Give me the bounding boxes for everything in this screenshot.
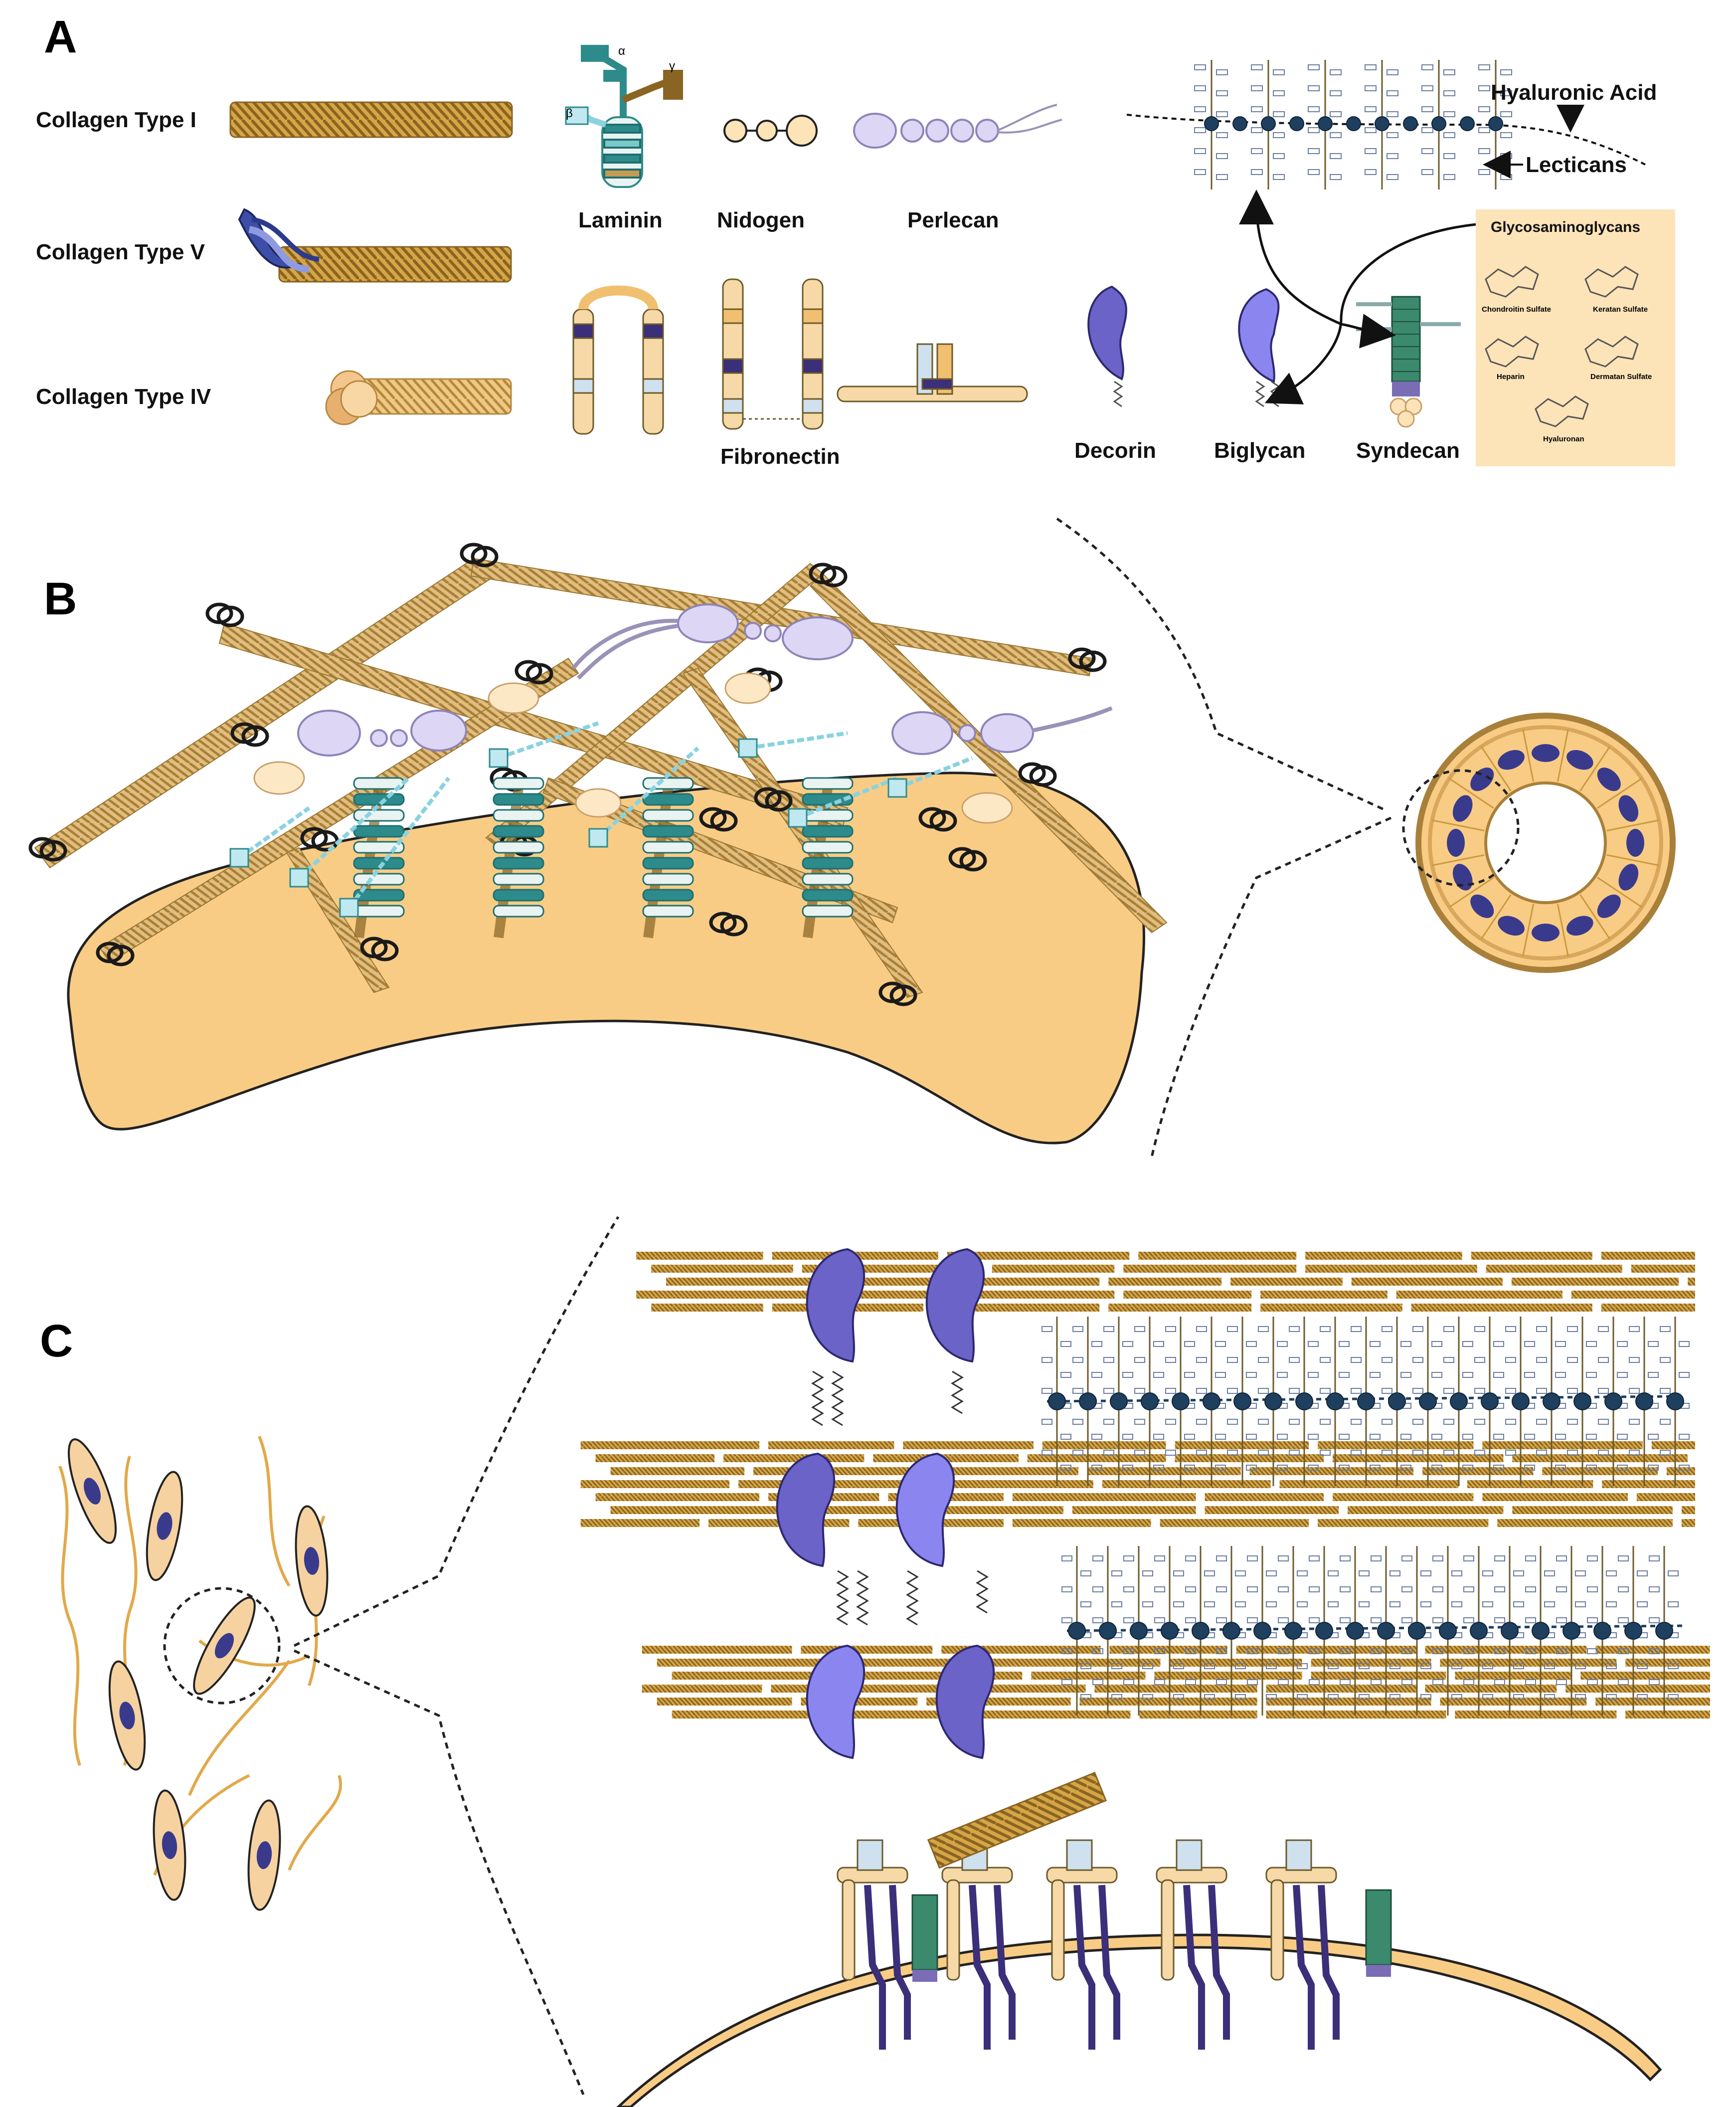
panel-b-zoom-lines xyxy=(1056,517,1392,1157)
panel-a-label: A xyxy=(44,11,77,62)
perlecan-label: Perlecan xyxy=(907,208,999,232)
collagen-type-v-fibre xyxy=(238,208,512,283)
basement-membrane-cell xyxy=(67,771,1145,1145)
nidogen-illustration xyxy=(723,115,818,147)
biglycan-illustration xyxy=(1238,288,1280,407)
gag-zigzag-chains xyxy=(811,1370,989,1626)
gag-item-chondroitin: Chondroitin Sulfate xyxy=(1482,305,1551,314)
gag-item-keratan: Keratan Sulfate xyxy=(1593,305,1648,314)
panel-b-label: B xyxy=(44,574,77,624)
collagen-fibril-bundles xyxy=(580,1252,1710,1719)
gag-arrows xyxy=(1239,190,1476,404)
decorin-label: Decorin xyxy=(1074,438,1156,463)
collagen-type-iv-label: Collagen Type IV xyxy=(36,384,211,409)
cell-membrane-c xyxy=(616,1933,1662,2107)
ha-lectican-network xyxy=(1042,1317,1690,1716)
collagen-type-i-label: Collagen Type I xyxy=(36,108,196,132)
laminin-illustration: α β γ xyxy=(565,44,683,188)
hyaluronic-acid-network xyxy=(1126,60,1646,190)
epithelial-ring xyxy=(1402,713,1676,973)
gag-item-dermatan: Dermatan Sulfate xyxy=(1590,373,1652,381)
perlecan-strand-b xyxy=(297,603,1113,757)
perlecan-illustration xyxy=(853,104,1062,149)
fibroblast-cells xyxy=(67,1438,329,1911)
fibroblast-zoom-circle xyxy=(163,1587,281,1705)
collagen-type-iv-fibre xyxy=(325,370,512,425)
collagen-type-i-fibre xyxy=(229,101,513,138)
hyaluronic-acid-label: Hyaluronic Acid xyxy=(1491,80,1657,105)
glycosaminoglycans-title: Glycosaminoglycans xyxy=(1491,219,1640,235)
gag-item-hyaluronan: Hyaluronan xyxy=(1543,435,1584,443)
decorin-biglycan-bridges xyxy=(776,1248,995,1759)
laminin-gamma-label: γ xyxy=(669,59,675,73)
nidogen-label: Nidogen xyxy=(717,208,805,232)
panel-c-zoom-lines xyxy=(293,1216,620,2095)
gag-structures xyxy=(1485,266,1639,427)
nidogen-strand-b xyxy=(253,672,1013,824)
syndecan-illustration xyxy=(1356,296,1461,428)
fibronectin-label: Fibronectin xyxy=(720,444,840,469)
lecticans-label: Lecticans xyxy=(1526,153,1627,177)
laminin-beta-label: β xyxy=(566,107,573,120)
collagen-type-v-label: Collagen Type V xyxy=(36,240,205,264)
syndecan-label: Syndecan xyxy=(1356,438,1460,463)
laminin-label: Laminin xyxy=(578,208,663,232)
fibronectin-illustration xyxy=(572,278,1028,435)
membrane-fibronectin-integrins xyxy=(837,1839,1392,2050)
decorin-illustration xyxy=(1087,285,1127,407)
glycosaminoglycans-box xyxy=(1476,209,1675,466)
gag-item-heparin: Heparin xyxy=(1497,373,1525,381)
laminin-alpha-label: α xyxy=(618,44,625,58)
biglycan-label: Biglycan xyxy=(1214,438,1305,463)
panel-c-label: C xyxy=(40,1316,73,1366)
membrane-collagen-fibre xyxy=(927,1771,1107,1869)
laminin-network xyxy=(229,721,973,939)
